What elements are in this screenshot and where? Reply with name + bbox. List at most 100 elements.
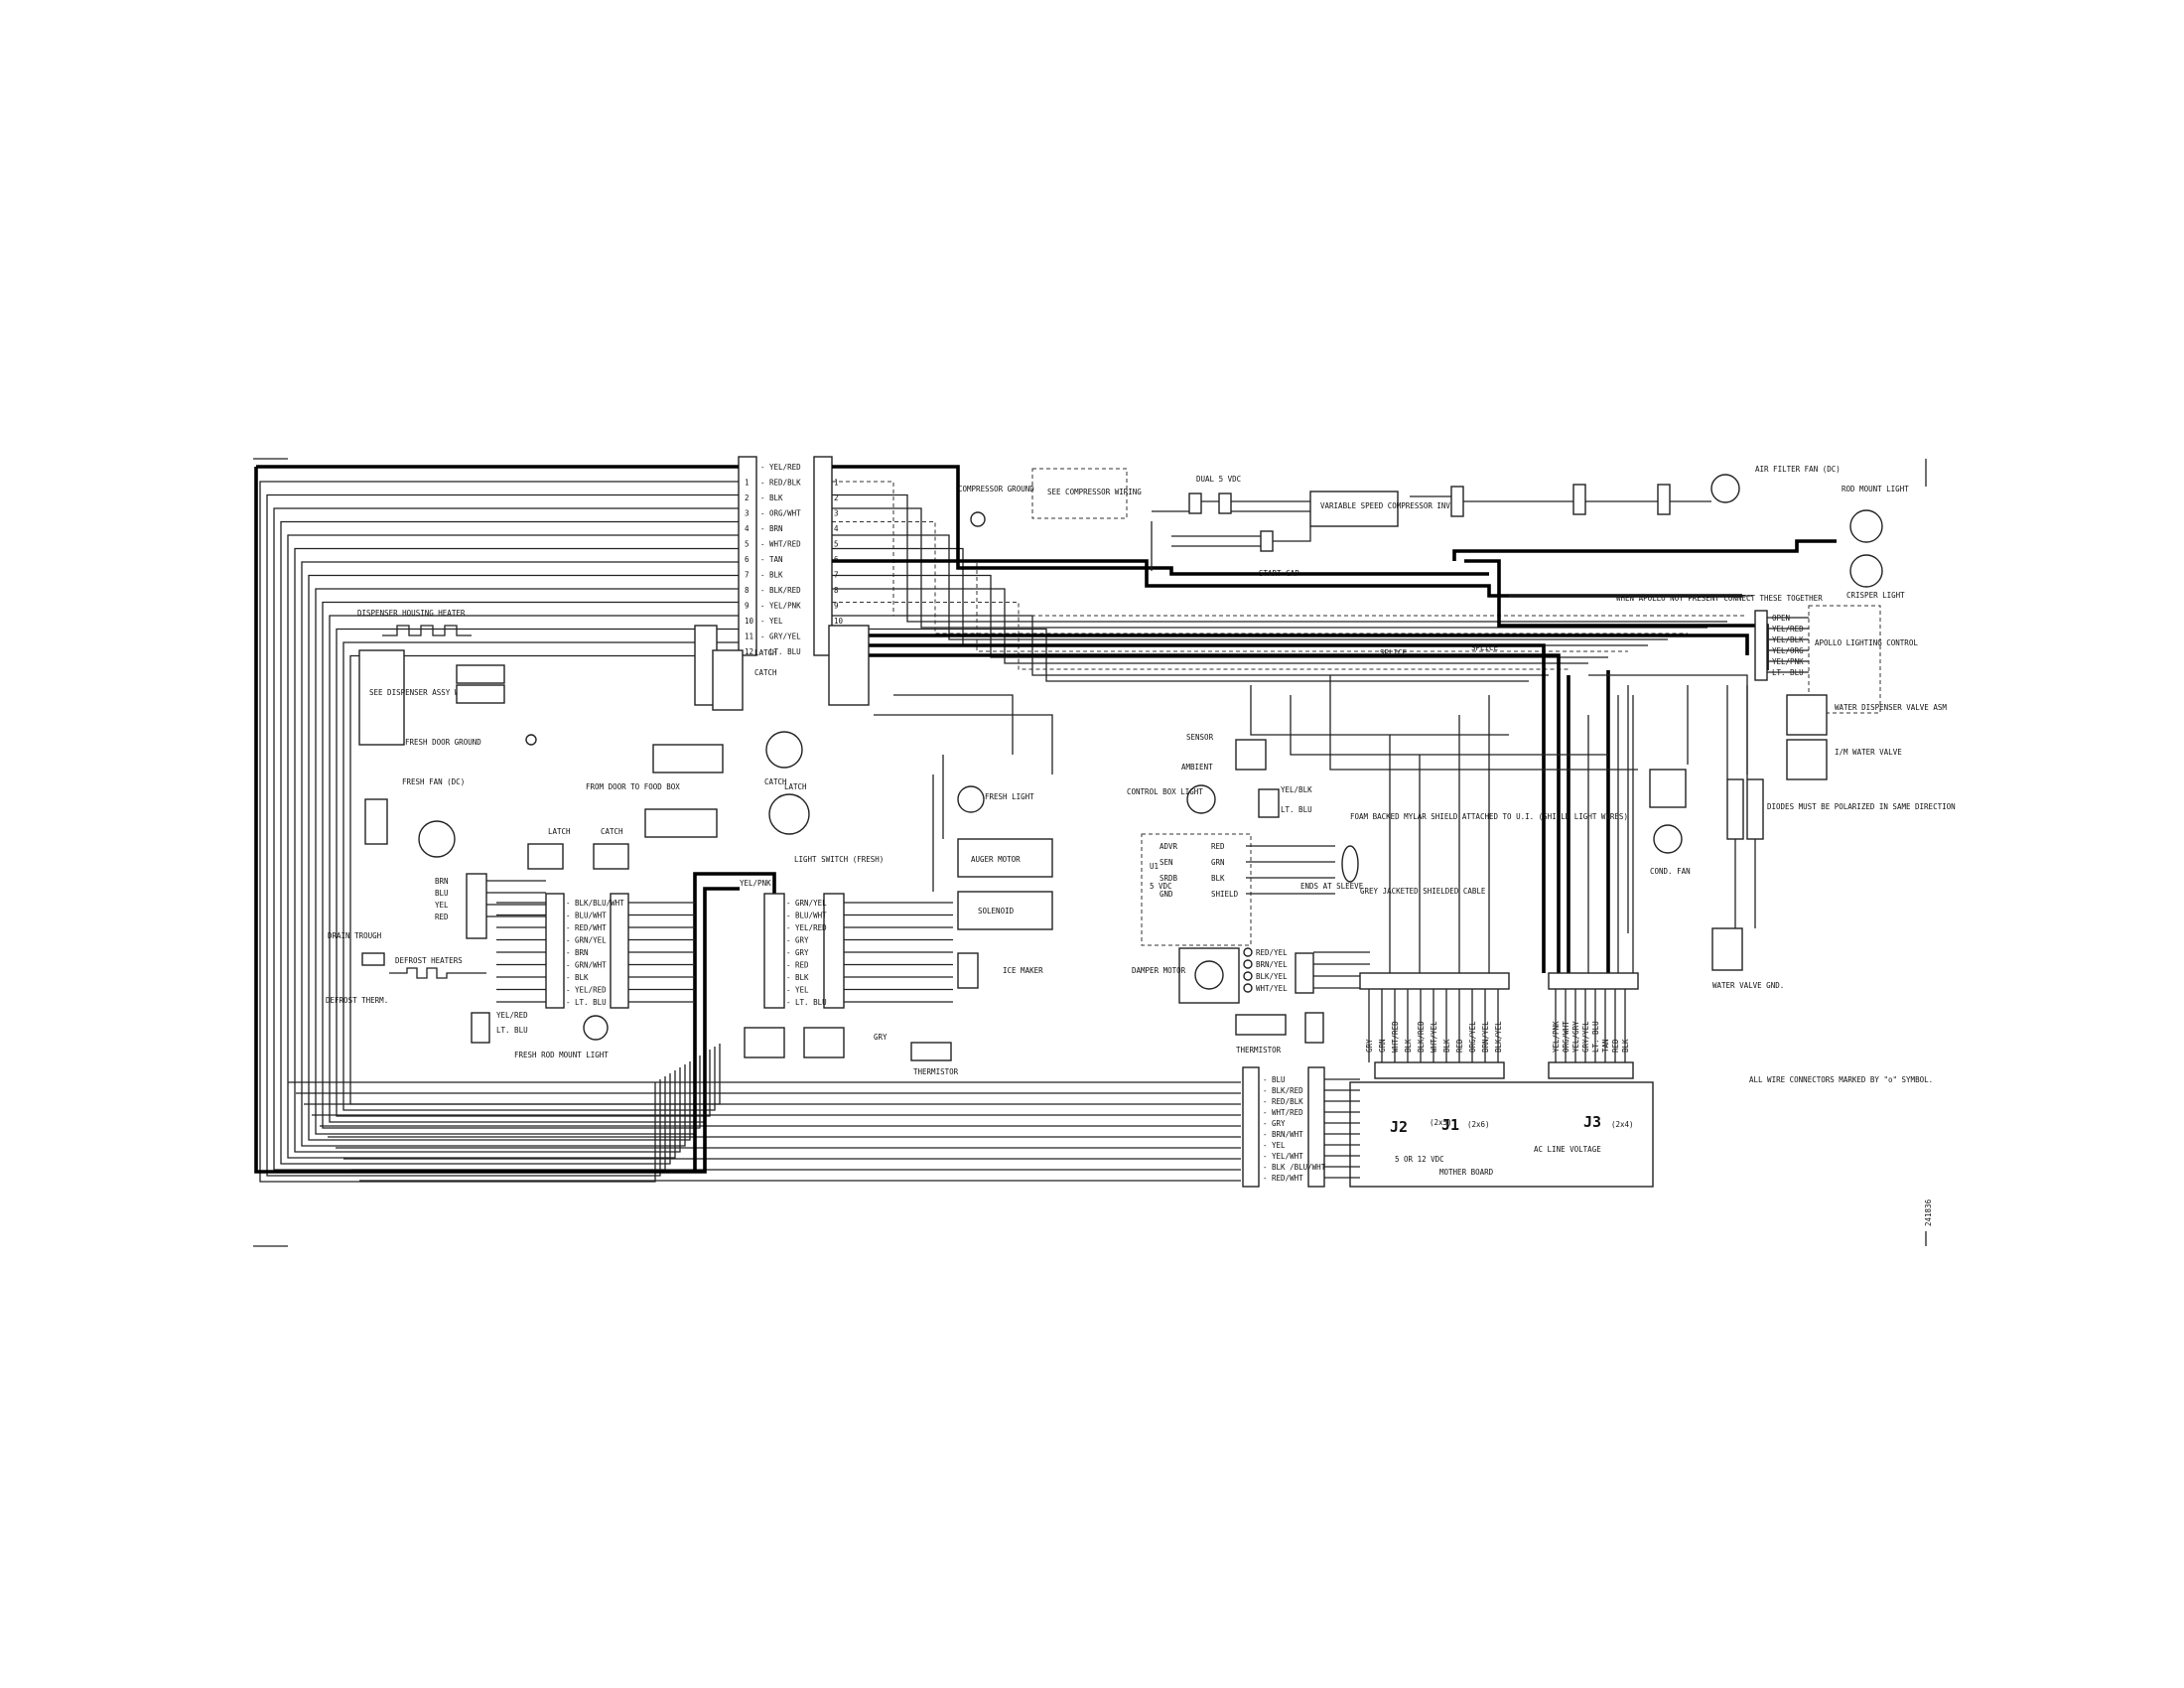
compressor-wiring-label: SEE COMPRESSOR WIRING (1047, 488, 1142, 496)
mid-block-wire-label: - GRY (786, 948, 809, 957)
crisper-light-icon (1849, 554, 1883, 588)
yel-red-label-a: YEL/RED (496, 1011, 528, 1020)
compressor-wiring-box (1031, 468, 1128, 519)
right-harness-wire (832, 574, 1608, 658)
ui-wire-label: GRN (1211, 858, 1225, 867)
bus-wire (280, 520, 739, 1165)
right-harness-wire (832, 588, 1588, 664)
harness-pin-left: 8 (745, 586, 750, 595)
thermistor2-connector (1304, 1012, 1324, 1044)
door-ground-icon (525, 734, 537, 746)
harness-wire-label: - YEL (760, 617, 783, 626)
auger-motor-label: AUGER MOTOR (971, 855, 1021, 864)
dispenser-heater-label: DISPENSER HOUSING HEATER (357, 609, 466, 618)
shielded-cable-end (1341, 845, 1359, 883)
harness-wire-label: - WHT/RED (760, 540, 801, 549)
compressor-connector-1 (1188, 492, 1202, 514)
sensor-label: SENSOR (1186, 733, 1214, 742)
harness-pin-left: 4 (745, 524, 750, 533)
ends-sleeve-label: ENDS AT SLEEVE (1300, 882, 1364, 891)
splice-label-2: SPLICE (1471, 643, 1499, 652)
mid-block-a (763, 893, 785, 1009)
thermistor2-label: THERMISTOR (1236, 1046, 1282, 1055)
diodes-note-label: DIODES MUST BE POLARIZED IN SAME DIRECTI… (1767, 802, 1956, 811)
defrost-heaters-label: DEFROST HEATERS (395, 956, 463, 965)
j1-label: J1 (1441, 1116, 1459, 1134)
fresh-light-label: FRESH LIGHT (985, 792, 1034, 801)
fresh-fan-label: FRESH FAN (DC) (402, 777, 465, 786)
latch-plug-2 (803, 1027, 845, 1058)
water-dispenser-valve-box (1786, 694, 1828, 736)
harness-pin-right: 1 (834, 479, 839, 488)
thick-wire-top (256, 465, 1489, 576)
heater-zigzag (382, 625, 472, 636)
ui-pin-label: SRDB (1160, 874, 1178, 883)
rod-mount-light-icon (1849, 509, 1883, 543)
damper-wire-label: RED/YEL (1256, 948, 1288, 957)
ui-pin-label: GND (1160, 890, 1173, 899)
bottom-wire-label: - RED/WHT (1263, 1174, 1303, 1183)
fan-wire-label: YEL (435, 901, 449, 910)
thick-wire-apollo (854, 633, 1749, 973)
apollo-connector (1754, 610, 1768, 681)
round-connector-2 (768, 793, 810, 835)
solenoid-box (957, 891, 1053, 930)
interconnect-wire (932, 755, 944, 892)
bottom-wire-label: - WHT/RED (1263, 1108, 1303, 1117)
harness-block-right (813, 456, 833, 656)
fan-connector (364, 798, 388, 845)
right-harness-wire (832, 521, 1688, 634)
mother-board-label: MOTHER BOARD (1439, 1168, 1494, 1177)
cond-fan-icon (1653, 824, 1683, 854)
bus-wire (273, 507, 739, 1171)
mid-block-wire-label: - GRN/YEL (786, 899, 827, 908)
harness-pin-left: 12 (745, 647, 753, 656)
bottom-wire-label: - BRN/WHT (1263, 1130, 1303, 1139)
ice-water-valve-label: I/M WATER VALVE (1835, 748, 1902, 757)
harness-pin-right: 10 (834, 617, 844, 626)
mid-block-wire-label: - YEL (786, 986, 809, 995)
crisper-light-label: CRISPER LIGHT (1846, 591, 1905, 600)
cb-light-connector (1258, 788, 1280, 818)
bottom-connectors: - BLU- BLK/RED- RED/BLK- WHT/RED- GRY- B… (1242, 1066, 1360, 1188)
5or12vdc-label: 5 OR 12 VDC (1395, 1155, 1444, 1164)
j2-plug-bottom (1374, 1061, 1505, 1079)
light-switch-label: LIGHT SWITCH (FRESH) (794, 855, 884, 864)
ui-pin-label: ADVR (1160, 842, 1178, 851)
ui-pin-label: SEN (1160, 858, 1173, 867)
interconnect-wire (1290, 695, 1608, 756)
catch-label: CATCH (601, 827, 623, 836)
air-filter-fan-icon (1710, 474, 1740, 503)
defrost-therm-label: DEFROST THERM. (326, 996, 388, 1005)
thermistor-label: THERMISTOR (913, 1067, 959, 1076)
ambient-label: AMBIENT (1181, 763, 1213, 772)
auger-motor-box (957, 838, 1053, 878)
j2-plug-top (1359, 972, 1510, 990)
gry-label-mid: GRY (874, 1033, 887, 1042)
bottom-wire-label: - BLU (1263, 1075, 1286, 1084)
harness-pin-right: 4 (834, 524, 839, 533)
defrost-therm-connector (471, 1012, 490, 1044)
fresh-rod-light-icon (583, 1015, 609, 1041)
fresh-light-icon (957, 785, 985, 813)
control-box-light-label: CONTROL BOX LIGHT (1127, 787, 1203, 796)
yel-blk-center: YEL/BLK (1281, 785, 1312, 794)
catch-mid-label: CATCH (754, 668, 777, 677)
left-wire-bus (259, 481, 1747, 1183)
thermistor-body (910, 1042, 952, 1061)
door-foodbox-connector (644, 808, 718, 838)
ui-wire-label: BLK (1211, 874, 1225, 883)
bus-wire (301, 561, 739, 1147)
bus-wire (349, 654, 739, 1105)
drain-trough-label: DRAIN TROUGH (328, 931, 382, 940)
thermistor2-body (1235, 1014, 1287, 1036)
drain-heater-icon (361, 952, 385, 966)
j1-size: (2x6) (1467, 1120, 1490, 1129)
cond-fan-label: COND. FAN (1650, 867, 1691, 876)
air-filter-fan-label: AIR FILTER FAN (DC) (1755, 465, 1841, 474)
left-block-wire-label: - LT. BLU (566, 998, 607, 1007)
damper-motor-label: DAMPER MOTOR (1132, 966, 1186, 975)
damper-connector (1295, 952, 1314, 994)
fan-wire-block (466, 873, 487, 939)
